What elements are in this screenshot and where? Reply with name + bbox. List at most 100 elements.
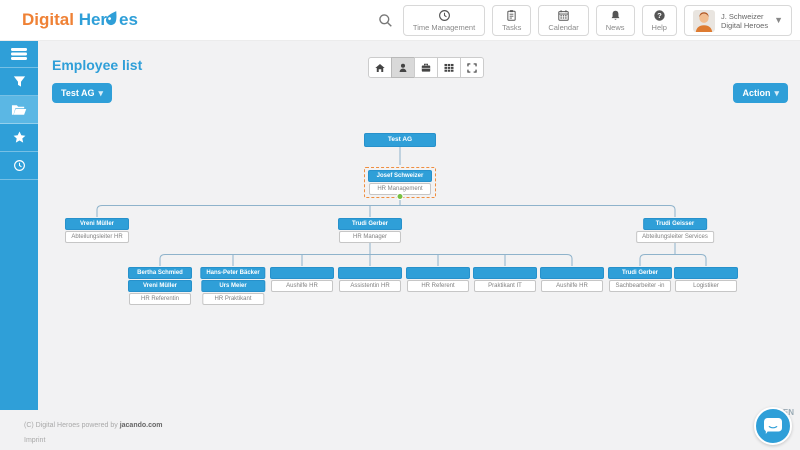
org-node-name: Urs Meier xyxy=(201,280,265,292)
org-node-c7[interactable]: Aushilfe HR xyxy=(540,267,604,292)
calendar-icon xyxy=(557,9,570,22)
nav-help-button[interactable]: ? Help xyxy=(641,5,677,36)
user-org: Digital Heroes xyxy=(720,20,769,30)
folder-icon xyxy=(11,103,27,117)
org-node-c3[interactable]: Aushilfe HR xyxy=(270,267,334,292)
sidebar-item-menu[interactable] xyxy=(0,40,38,68)
sidebar-item-folder[interactable] xyxy=(0,96,38,124)
imprint-link[interactable]: Imprint xyxy=(24,437,46,444)
logo-text-her: Her xyxy=(78,10,108,29)
table-icon xyxy=(443,62,455,74)
org-node-name xyxy=(270,267,334,279)
clock-icon xyxy=(13,159,26,172)
view-expand-button[interactable] xyxy=(460,57,484,78)
org-node-company[interactable]: Test AG xyxy=(364,133,436,147)
org-node-name xyxy=(473,267,537,279)
view-table-button[interactable] xyxy=(437,57,461,78)
star-icon xyxy=(12,130,27,145)
sidebar-item-clock[interactable] xyxy=(0,152,38,180)
nav-label: Calendar xyxy=(548,23,579,32)
org-node-name: Trudi Geisser xyxy=(642,218,707,230)
user-menu-button[interactable]: J. Schweizer Digital Heroes ▼ xyxy=(683,5,792,36)
org-node-name: Vreni Müller xyxy=(65,218,129,230)
help-icon: ? xyxy=(653,9,666,22)
briefcase-icon xyxy=(420,62,432,74)
language-label: EN xyxy=(782,408,794,417)
avatar xyxy=(692,9,715,32)
user-name: J. Schweizer xyxy=(720,11,764,21)
sidebar-item-filter[interactable] xyxy=(0,68,38,96)
copyright-text: (C) Digital Heroes powered by xyxy=(24,422,120,429)
search-icon[interactable] xyxy=(378,13,393,28)
view-person-button[interactable] xyxy=(391,57,415,78)
action-button[interactable]: Action ▾ xyxy=(733,83,788,103)
user-info: J. Schweizer Digital Heroes xyxy=(721,12,768,30)
org-node-c4[interactable]: Assistentin HR xyxy=(338,267,402,292)
org-node-role: Aushilfe HR xyxy=(271,280,333,292)
org-node-role: Aushilfe HR xyxy=(541,280,603,292)
droplet-icon xyxy=(106,9,119,31)
footer: (C) Digital Heroes powered by jacando.co… xyxy=(24,422,163,444)
tasks-icon xyxy=(505,9,518,22)
header-actions: Time Management Tasks Calendar News? Help J.… xyxy=(378,5,792,36)
nav-label: Time Management xyxy=(412,23,476,32)
nav-label: News xyxy=(605,23,625,32)
news-icon xyxy=(609,9,622,22)
org-node-role: HR Referentin xyxy=(129,293,191,305)
org-node-role: Sachbearbeiter -in xyxy=(609,280,671,292)
org-node-name: Bertha Schmied xyxy=(128,267,192,279)
view-switcher xyxy=(368,57,484,78)
sidebar-item-star[interactable] xyxy=(0,124,38,152)
top-nav: Time Management Tasks Calendar News? Help xyxy=(402,5,677,36)
nav-calendar-button[interactable]: Calendar xyxy=(538,5,589,36)
org-node-c6[interactable]: Praktikant IT xyxy=(473,267,537,292)
chat-button[interactable] xyxy=(754,407,792,445)
nav-label: Help xyxy=(651,23,667,32)
view-home-button[interactable] xyxy=(368,57,392,78)
selected-node-indicator xyxy=(396,193,404,200)
nav-label: Tasks xyxy=(502,23,522,32)
company-filter-label: Test AG xyxy=(61,88,95,98)
page-title: Employee list xyxy=(52,57,143,73)
org-node-name xyxy=(540,267,604,279)
expand-icon xyxy=(466,62,478,74)
logo-text-es: es xyxy=(119,10,138,29)
org-node-c9[interactable]: Logistiker xyxy=(674,267,738,292)
org-node-role: Abteilungsleiter Services xyxy=(636,231,714,243)
view-briefcase-button[interactable] xyxy=(414,57,438,78)
logo-text-digital: Digital xyxy=(22,10,74,29)
nav-news-button[interactable]: News xyxy=(595,5,635,36)
chevron-down-icon: ▾ xyxy=(98,87,104,98)
org-node-c5[interactable]: HR Referent xyxy=(406,267,470,292)
nav-time-management-button[interactable]: Time Management xyxy=(402,5,486,36)
org-node-role: Assistentin HR xyxy=(339,280,401,292)
org-node-name: Trudi Gerber xyxy=(608,267,672,279)
company-filter-button[interactable]: Test AG ▾ xyxy=(52,83,113,103)
nav-tasks-button[interactable]: Tasks xyxy=(492,5,532,36)
org-node-role: HR Praktikant xyxy=(202,293,264,305)
clock-icon xyxy=(438,9,451,22)
person-icon xyxy=(397,62,409,74)
org-node-role: Abteilungsleiter HR xyxy=(65,231,129,243)
org-node-role: HR Referent xyxy=(407,280,469,292)
svg-text:?: ? xyxy=(657,11,662,20)
org-node-name xyxy=(406,267,470,279)
jacando-link[interactable]: jacando.com xyxy=(119,422,163,429)
org-node-role: Logistiker xyxy=(675,280,737,292)
org-node-name: Josef Schweizer xyxy=(368,170,432,182)
menu-icon xyxy=(10,47,28,61)
org-node-role: Praktikant IT xyxy=(474,280,536,292)
action-label: Action xyxy=(742,88,771,98)
org-node-name: Test AG xyxy=(364,133,436,147)
